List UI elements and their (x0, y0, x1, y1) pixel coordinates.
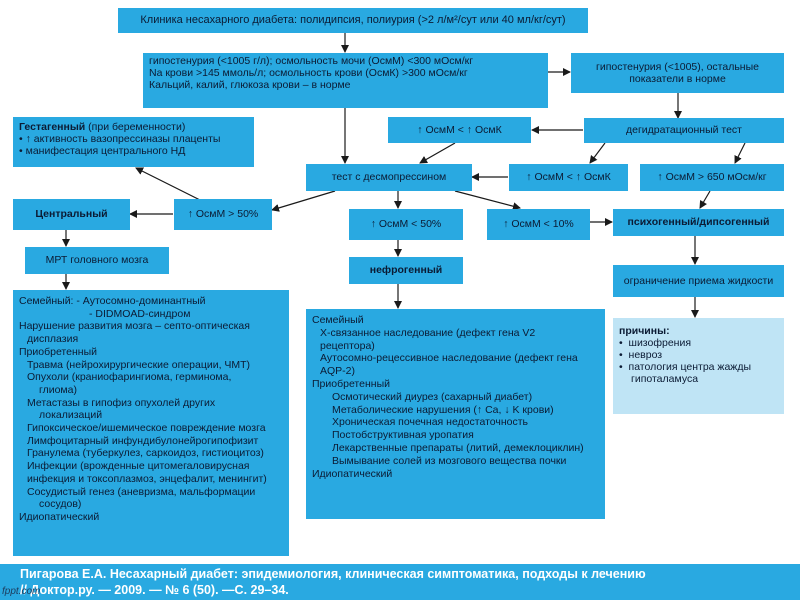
arrow-osm50a-to-gest (135, 167, 201, 201)
central-cause-line: сосудов) (39, 498, 82, 511)
box-central-causes: Семейный: - Аутосомно-доминантный- DIDMO… (13, 290, 289, 556)
central-cause-line: локализаций (39, 409, 103, 422)
nephro-cause-line: Хроническая почечная недостаточность (332, 416, 529, 429)
gest-item-2: манифестация центрального НД (25, 145, 186, 158)
box-hyposthenuria-main: гипостенурия (<1005 г/л); осмольность мо… (143, 53, 548, 108)
nephro-cause-line: Лекарственные препараты (литий, демеклоц… (332, 441, 584, 454)
hypo1-line-2: Na крови >145 ммоль/л; осмольность крови… (149, 67, 468, 80)
central-cause-line: Нарушение развития мозга – септо-оптичес… (19, 320, 250, 333)
nephro-cause-line: Приобретенный (312, 377, 390, 390)
central-cause-line: инфекция и токсоплазмоз, энцефалит, мени… (27, 472, 267, 485)
central-cause-line: дисплазия (27, 333, 79, 346)
central-cause-line: Лимфоцитарный инфундибулонейрогипофизит (27, 434, 259, 447)
osm-up-up-text: ↑ ОсмМ < ↑ ОсмК (417, 123, 502, 136)
central-cause-line: глиома) (39, 383, 77, 396)
osm-up-k-text: ↑ ОсмМ < ↑ ОсмК (526, 171, 611, 184)
gest-title-bold: Гестагенный (19, 121, 86, 133)
box-central: Центральный (13, 199, 130, 230)
box-osm-50-gt: ↑ ОсмМ > 50% (174, 199, 272, 230)
central-cause-line: Приобретенный (19, 345, 97, 358)
gest-item-1: ↑ активность вазопрессиназы плаценты (25, 133, 221, 146)
nephro-cause-line: AQP-2) (320, 365, 356, 378)
central-cause-line: Сосудистый генез (аневризма, мальформаци… (27, 485, 256, 498)
arrow-desmo-to-osm50a (271, 190, 336, 212)
box-osm-50-lt: ↑ ОсмМ < 50% (349, 209, 463, 240)
clinic-text: Клиника несахарного диабета: полидипсия,… (140, 14, 566, 27)
box-dehydration-test: дегидратационный тест (584, 118, 784, 143)
nephro-cause-line: Семейный (312, 314, 364, 326)
box-hyposthenuria-normal: гипостенурия (<1005), остальные показате… (571, 53, 784, 93)
box-gestagenic: Гестагенный (при беременности) • ↑ актив… (13, 117, 254, 167)
dehyd-text: дегидратационный тест (625, 124, 742, 137)
citation-footer: Пигарова Е.А. Несахарный диабет: эпидеми… (0, 564, 800, 600)
box-osm-up-k: ↑ ОсмМ < ↑ ОсмК (509, 164, 628, 191)
box-osm-10: ↑ ОсмМ < 10% (487, 209, 590, 240)
nephro-cause-line: Метаболические нарушения (↑ Ca, ↓ K кров… (332, 403, 554, 416)
cause-item-3: патология центра жажды (628, 361, 751, 374)
central-cause-line: Идиопатический (19, 510, 100, 523)
psycho-text: психогенный/дипсогенный (627, 216, 770, 229)
desmo-text: тест с десмопрессином (331, 171, 447, 184)
arrow-osm1-to-desmo (419, 142, 456, 164)
causes-title: причины: (619, 325, 670, 337)
box-fluid-restriction: ограничение приема жидкости (613, 265, 784, 297)
nephro-cause-line: Вымывание солей из мозгового вещества по… (332, 454, 567, 467)
box-psychogenic-causes: причины: • шизофрения • невроз • патолог… (613, 318, 784, 414)
box-nephrogenic: нефрогенный (349, 257, 463, 284)
box-desmopressin-test: тест с десмопрессином (306, 164, 472, 191)
nephro-cause-line: Аутосомно-рецессивное наследование (дефе… (320, 352, 578, 365)
citation-text: Пигарова Е.А. Несахарный диабет: эпидеми… (20, 566, 646, 598)
central-cause-line: Опухоли (краниофарингиома, герминома, (27, 371, 232, 384)
citation-line-1: Пигарова Е.А. Несахарный диабет: эпидеми… (20, 567, 646, 581)
hypo1-line-3: Кальций, калий, глюкоза крови – в норме (149, 79, 351, 92)
box-osm-up-up: ↑ ОсмМ < ↑ ОсмК (388, 117, 531, 143)
arrow-osm650-to-psycho (699, 190, 711, 209)
nephro-cause-line: Осмотический диурез (сахарный диабет) (332, 390, 533, 403)
central-text: Центральный (35, 208, 108, 221)
nephro-cause-line: X-связанное наследование (дефект гена V2 (320, 326, 536, 339)
box-osm-650: ↑ ОсмМ > 650 мОсм/кг (640, 164, 784, 191)
citation-line-2: // Доктор.ру. — 2009. — № 6 (50). —С. 29… (20, 583, 289, 597)
hypo1-line-1: гипостенурия (<1005 г/л); осмольность мо… (149, 55, 474, 67)
cause-item-2: невроз (628, 349, 663, 362)
box-clinic: Клиника несахарного диабета: полидипсия,… (118, 8, 588, 33)
cause-item-4: гипоталамуса (631, 373, 699, 386)
hypo2-line-2: показатели в норме (629, 73, 726, 85)
box-mri: МРТ головного мозга (25, 247, 169, 274)
arrow-desmo-to-osm10 (454, 190, 521, 211)
central-cause-line: Метастазы в гипофиз опухолей других (27, 396, 216, 409)
osm-10-text: ↑ ОсмМ < 10% (503, 218, 574, 231)
gest-title-rest: (при беременности) (85, 121, 186, 133)
central-cause-line: Гипоксическое/ишемическое повреждение мо… (27, 422, 266, 435)
central-cause-line: Травма (нейрохирургические операции, ЧМТ… (27, 358, 251, 371)
mri-text: МРТ головного мозга (45, 254, 149, 267)
nephro-cause-line: Идиопатический (312, 467, 393, 480)
osm-650-text: ↑ ОсмМ > 650 мОсм/кг (657, 171, 767, 184)
watermark: fppt.com (2, 586, 41, 597)
osm-50a-text: ↑ ОсмМ > 50% (187, 208, 259, 221)
central-cause-line: Инфекции (врожденные цитомегаловирусная (27, 460, 250, 473)
nephro-cause-line: рецептора) (320, 339, 375, 352)
central-cause-line: - DIDMOAD-синдром (89, 307, 191, 320)
arrow-dehyd-to-osm2 (589, 142, 606, 164)
central-cause-line: Семейный: - Аутосомно-доминантный (19, 295, 206, 307)
restrict-text: ограничение приема жидкости (623, 274, 774, 287)
cause-item-1: шизофрения (628, 337, 692, 350)
osm-50b-text: ↑ ОсмМ < 50% (370, 218, 442, 231)
nephro-text: нефрогенный (369, 264, 443, 277)
hypo2-line-1: гипостенурия (<1005), остальные (596, 60, 759, 73)
box-psychogenic: психогенный/дипсогенный (613, 209, 784, 236)
nephro-cause-line: Постобструктивная уропатия (332, 429, 474, 442)
arrow-dehyd-to-osm650 (734, 142, 746, 164)
central-cause-line: Гранулема (туберкулез, саркоидоз, гистио… (27, 447, 264, 460)
